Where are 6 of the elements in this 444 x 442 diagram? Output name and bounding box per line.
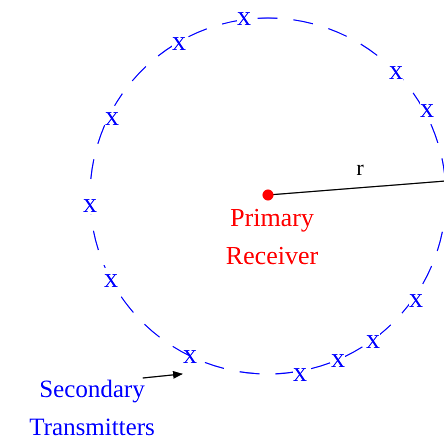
transmitter-mark: x bbox=[83, 192, 97, 216]
transmitter-mark: x bbox=[105, 106, 119, 128]
transmitters-label: Secondary Transmitters bbox=[29, 371, 155, 442]
arrow bbox=[142, 370, 183, 379]
transmitter-mark: x bbox=[183, 336, 197, 374]
receiver-label: Primary Receiver bbox=[226, 199, 318, 275]
